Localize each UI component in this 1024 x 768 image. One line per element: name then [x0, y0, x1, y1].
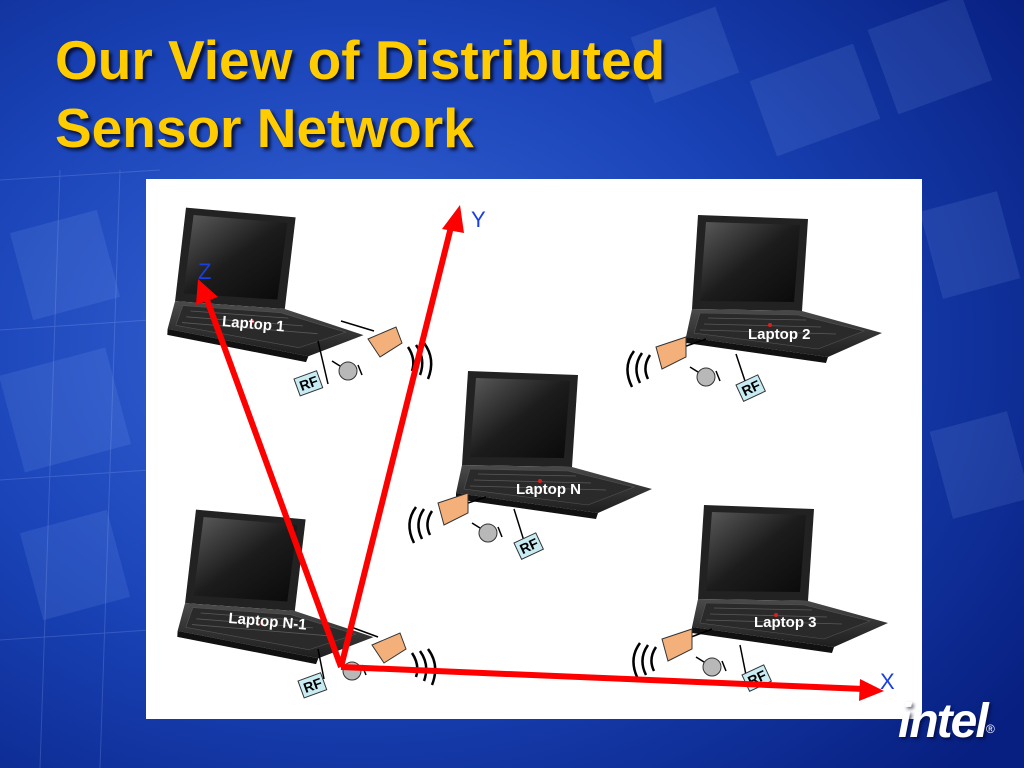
z-axis-arrowhead	[196, 279, 218, 305]
sound-wave-icon	[626, 350, 652, 388]
laptop-1-icon	[165, 206, 371, 366]
rf-label: RF	[517, 535, 541, 558]
microphone-icon	[689, 366, 721, 387]
speaker-icon	[655, 336, 687, 370]
sound-wave-icon	[632, 642, 658, 680]
slide-title-line-1: Our View of Distributed	[55, 29, 666, 91]
speaker-icon	[367, 326, 403, 358]
network-diagram: Laptop 1 RF Laptop 2	[146, 179, 922, 719]
rf-module: RF	[297, 672, 328, 699]
slide-title-line-2: Sensor Network	[55, 97, 474, 159]
laptop-2-label: Laptop 2	[748, 326, 811, 343]
rf-label: RF	[297, 372, 320, 394]
y-axis-label: Y	[471, 207, 486, 232]
rf-module: RF	[735, 374, 767, 402]
intel-logo: intel	[898, 695, 989, 748]
y-axis-line	[338, 222, 455, 668]
laptop-n-label: Laptop N	[516, 481, 581, 498]
laptop-1-label: Laptop 1	[221, 313, 285, 335]
x-axis-line	[340, 664, 865, 692]
microphone-icon	[471, 522, 503, 543]
laptop-n-minus-1-label: Laptop N-1	[228, 610, 308, 634]
rf-label: RF	[301, 674, 324, 696]
sound-wave-icon	[410, 648, 437, 686]
speaker-icon	[661, 628, 693, 662]
speaker-icon	[371, 632, 407, 664]
rf-module: RF	[293, 370, 324, 397]
coordinate-axes: Y Z X	[196, 205, 895, 701]
speaker-icon	[437, 492, 469, 526]
rf-label: RF	[739, 377, 763, 400]
z-axis-label: Z	[198, 259, 211, 284]
microphone-icon	[695, 656, 727, 677]
laptop-n-minus-1-node: Laptop N-1 RF	[175, 508, 437, 699]
x-axis-label: X	[880, 669, 895, 694]
laptop-3-label: Laptop 3	[754, 614, 817, 631]
x-axis-arrowhead	[859, 679, 884, 701]
microphone-icon	[331, 360, 363, 381]
laptop-n-node: Laptop N RF	[408, 370, 653, 560]
z-axis-line	[203, 295, 344, 669]
registered-mark: ®	[986, 722, 995, 736]
rf-module: RF	[513, 532, 545, 560]
laptop-2-node: Laptop 2 RF	[626, 214, 883, 402]
y-axis-arrowhead	[442, 205, 464, 233]
laptop-1-node: Laptop 1 RF	[165, 206, 433, 397]
sound-wave-icon	[408, 506, 434, 544]
laptop-3-node: Laptop 3 RF	[632, 504, 889, 692]
